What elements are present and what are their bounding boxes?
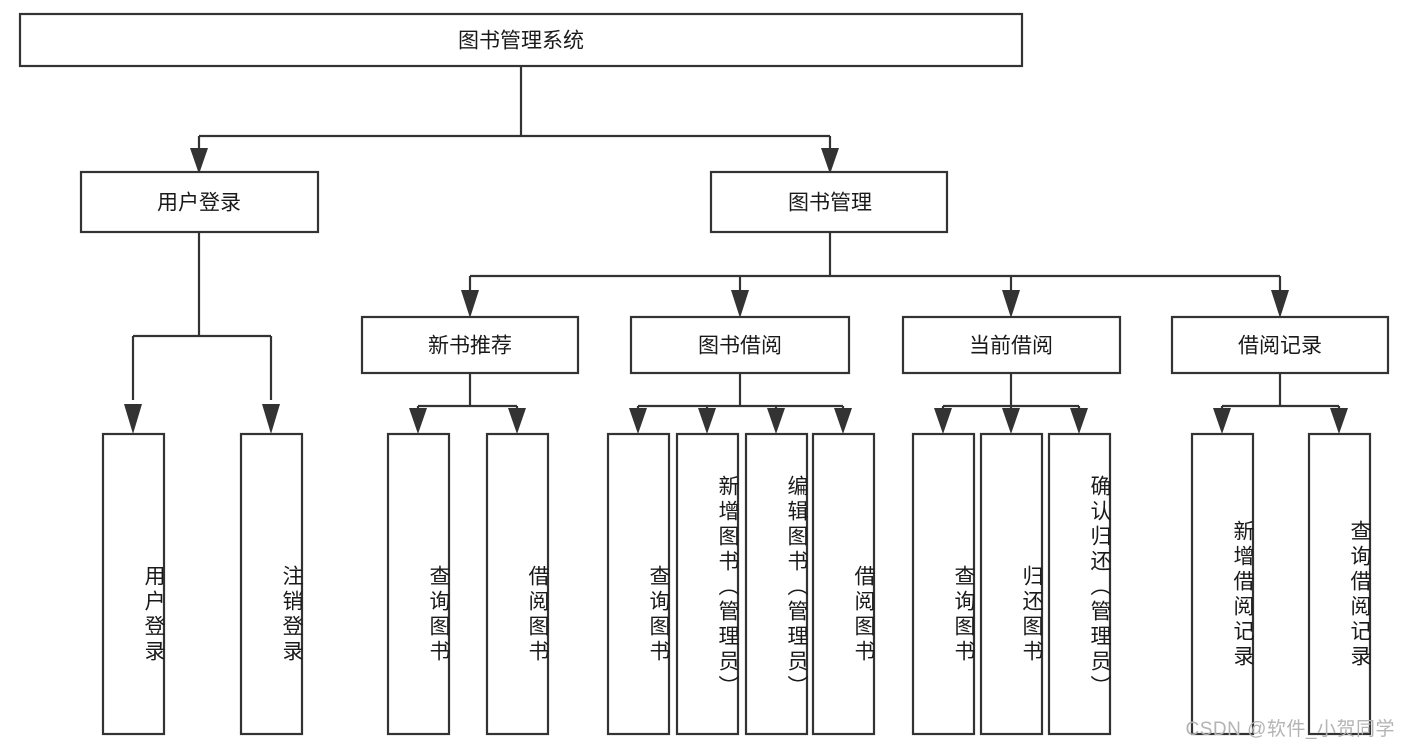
node-layer xyxy=(18,12,1390,736)
node-box-leaf-confirm-return[interactable] xyxy=(1047,432,1112,736)
node-box-leaf-logout-login[interactable] xyxy=(239,432,304,736)
arrow-to-leaf-query-borrow-record xyxy=(1330,408,1348,434)
node-box-user-login[interactable] xyxy=(79,170,320,234)
arrow-to-leaf-logout-login xyxy=(262,404,280,434)
node-box-root[interactable] xyxy=(18,12,1024,68)
arrow-to-new-book-recommend xyxy=(461,290,479,318)
arrow-to-leaf-add-book xyxy=(698,408,716,434)
node-box-leaf-edit-book[interactable] xyxy=(744,432,809,736)
arrow-to-borrow-record xyxy=(1271,290,1289,318)
connector-layer xyxy=(124,66,1348,434)
node-box-borrow-record[interactable] xyxy=(1170,315,1390,375)
label-user-login: 用户登录 xyxy=(157,192,241,215)
arrow-to-leaf-return-book xyxy=(1002,408,1020,434)
label-current-borrow: 当前借阅 xyxy=(969,335,1053,358)
node-box-new-book-recommend[interactable] xyxy=(360,315,580,375)
label-new-book-recommend: 新书推荐 xyxy=(428,335,512,358)
arrow-to-leaf-edit-book xyxy=(767,408,785,434)
node-box-leaf-borrow-book-2[interactable] xyxy=(811,432,876,736)
label-layer: 图书管理系统 用户登录 图书管理 新书推荐 图书借阅 当前借阅 借阅记录 xyxy=(157,30,1322,358)
arrow-to-book-management xyxy=(821,148,839,174)
node-box-leaf-add-borrow-record[interactable] xyxy=(1190,432,1255,736)
node-box-leaf-user-login[interactable] xyxy=(101,432,166,736)
node-box-leaf-query-borrow-record[interactable] xyxy=(1307,432,1372,736)
node-box-leaf-query-book-2[interactable] xyxy=(606,432,671,736)
arrow-to-leaf-add-borrow-record xyxy=(1213,408,1231,434)
arrow-to-leaf-confirm-return xyxy=(1070,408,1088,434)
arrow-to-leaf-borrow-book-2 xyxy=(834,408,852,434)
label-borrow-record: 借阅记录 xyxy=(1238,335,1322,358)
label-book-borrow: 图书借阅 xyxy=(698,335,782,358)
node-box-leaf-query-book-3[interactable] xyxy=(911,432,976,736)
node-box-leaf-query-book-1[interactable] xyxy=(386,432,451,736)
arrow-to-leaf-query-book-3 xyxy=(934,408,952,434)
label-root: 图书管理系统 xyxy=(458,30,584,53)
node-box-leaf-add-book[interactable] xyxy=(675,432,740,736)
arrow-to-book-borrow xyxy=(731,290,749,318)
node-box-leaf-return-book[interactable] xyxy=(979,432,1044,736)
arrow-to-leaf-user-login xyxy=(124,404,142,434)
arrow-to-user-login xyxy=(190,148,208,174)
node-box-leaf-borrow-book-1[interactable] xyxy=(485,432,550,736)
arrow-to-current-borrow xyxy=(1002,290,1020,318)
arrow-to-leaf-query-book-1 xyxy=(409,408,427,434)
label-book-management: 图书管理 xyxy=(788,192,872,215)
arrow-to-leaf-borrow-book-1 xyxy=(508,408,526,434)
node-box-book-borrow[interactable] xyxy=(629,315,851,375)
node-box-current-borrow[interactable] xyxy=(901,315,1122,375)
node-box-book-management[interactable] xyxy=(709,170,949,234)
csdn-watermark: CSDN @软件_小贺同学 xyxy=(1185,719,1395,740)
arrow-to-leaf-query-book-2 xyxy=(629,408,647,434)
